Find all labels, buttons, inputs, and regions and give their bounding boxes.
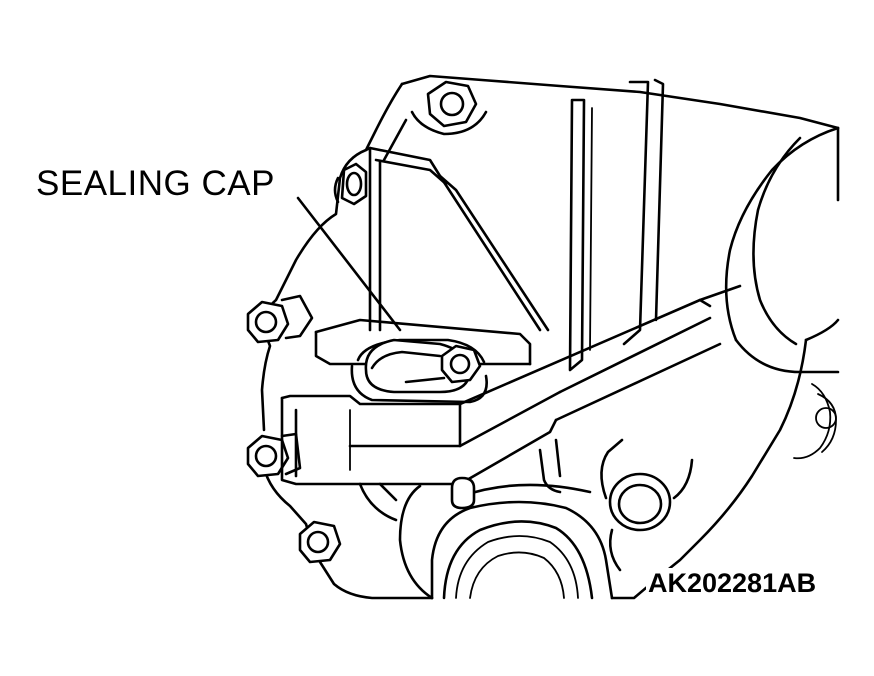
vertical-ribs [568,78,665,372]
cap-bolt [440,344,482,384]
horizontal-flange [280,284,742,486]
lower-web [358,438,562,522]
sealing-cap-callout-label: SEALING CAP [36,164,275,203]
left-bolt-lower [246,432,302,478]
left-bolt-mid [246,294,314,344]
left-bolt-upper [333,162,368,206]
right-face [724,126,840,460]
figure-code: AK202281AB [646,568,819,599]
small-stud [450,476,476,510]
top-bolt [382,80,488,162]
upper-boss [364,146,550,332]
bearing-bore [398,483,614,600]
bottom-left-bolt [298,520,342,564]
right-port [600,438,694,572]
leader-line [296,196,402,332]
housing-outline [260,74,840,600]
